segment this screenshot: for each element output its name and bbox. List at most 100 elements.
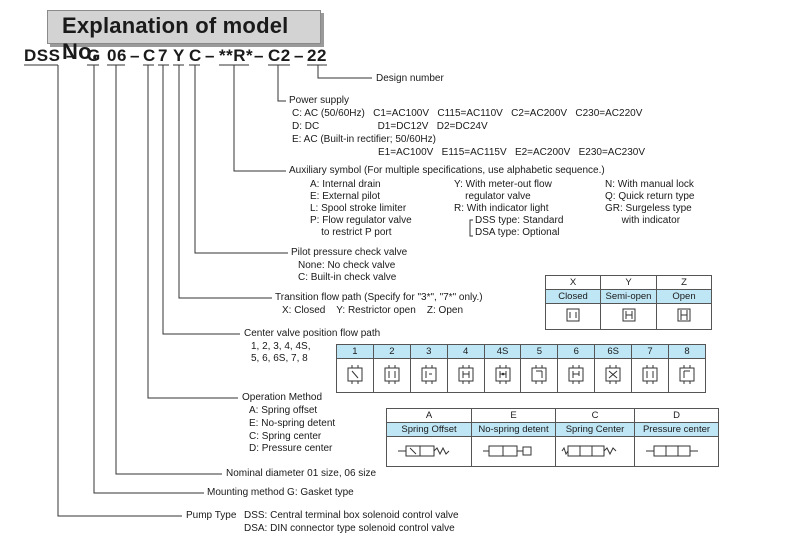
center-code: 5 [520,344,559,359]
center-valve-line: 1, 2, 3, 4, 4S, [251,341,311,352]
transition-items: X: Closed Y: Restrictor open Z: Open [282,305,464,316]
valve-symbol [446,358,485,393]
spring-center-symbol [555,436,635,467]
center-code: 4S [483,344,522,359]
center-code: 3 [409,344,448,359]
center-code: 4 [446,344,485,359]
center-valve-heading: Center valve position flow path [244,328,381,339]
auxiliary-item: GR: Surgeless type [605,203,692,214]
center-code: 2 [372,344,411,359]
pump-type-line: DSS: Central terminal box solenoid contr… [244,510,459,521]
design-number-label: Design number [376,73,444,84]
spring-offset-symbol [386,436,472,467]
operation-code: A [386,408,472,423]
title-box: Explanation of model No. [47,10,321,64]
auxiliary-item: regulator valve [454,191,531,202]
model-code-06: 06 [107,46,127,65]
no-spring-detent-symbol [471,436,556,467]
auxiliary-item: R: With indicator light [454,203,549,214]
mounting-method: Mounting method G: Gasket type [207,487,354,498]
model-code-y: Y [173,46,185,65]
operation-code: D [634,408,719,423]
valve-symbol [520,358,559,393]
center-code: 7 [631,344,670,359]
model-code-design: 22 [307,46,327,65]
transition-code: Y [600,275,657,290]
valve-symbol [594,358,633,393]
operation-item: D: Pressure center [249,443,333,454]
operation-label: Pressure center [634,422,719,437]
model-code-dash: – [294,46,304,65]
operation-label: Spring Offset [386,422,472,437]
pump-type-label: Pump Type [186,510,237,521]
valve-symbol [336,358,374,393]
pilot-check-item: None: No check valve [298,260,396,271]
model-code-dash: – [130,46,140,65]
nominal-diameter: Nominal diameter 01 size, 06 size [226,468,377,479]
model-code-dash: – [254,46,264,65]
auxiliary-item: Q: Quick return type [605,191,695,202]
auxiliary-item: DSS type: Standard [475,215,564,226]
semi-open-symbol [600,303,657,330]
valve-symbol [483,358,522,393]
auxiliary-item: DSA type: Optional [475,227,560,238]
valve-symbol [557,358,596,393]
auxiliary-heading: Auxiliary symbol (For multiple specifica… [289,165,605,176]
center-code: 6 [557,344,596,359]
operation-item: E: No-spring detent [249,418,336,429]
model-code-dash: – [66,46,76,65]
auxiliary-item: Y: With meter-out flow [454,179,552,190]
open-symbol [656,303,712,330]
transition-code: Z [656,275,712,290]
page-title: Explanation of model No. [62,13,289,64]
model-code-power: C2 [268,46,291,65]
auxiliary-item: with indicator [605,215,681,226]
model-code-7: 7 [158,46,168,65]
power-supply-line: C: AC (50/60Hz) C1=AC100V C115=AC110V C2… [292,108,643,119]
pressure-center-symbol [634,436,719,467]
center-valve-line: 5, 6, 6S, 7, 8 [251,353,308,364]
pilot-check-item: C: Built-in check valve [298,272,397,283]
auxiliary-item: L: Spool stroke limiter [310,203,407,214]
closed-symbol [545,303,601,330]
model-code-g: G [87,46,101,65]
valve-symbol [668,358,706,393]
power-supply-line: E: AC (Built-in rectifier; 50/60Hz) [292,134,436,145]
pilot-check-heading: Pilot pressure check valve [291,247,408,258]
power-supply-heading: Power supply [289,95,350,106]
auxiliary-item: E: External pilot [310,191,381,202]
transition-heading: Transition flow path (Specify for "3*", … [275,292,483,303]
model-code-dss: DSS [24,46,61,65]
transition-label: Open [656,289,712,304]
center-valve-table: 1 2 3 4 4S 5 6 6S 7 8 [336,344,706,393]
transition-table: X Y Z Closed Semi-open Open [545,275,712,330]
transition-label: Semi-open [600,289,657,304]
operation-heading: Operation Method [242,392,323,403]
valve-symbol [631,358,670,393]
auxiliary-item: A: Internal drain [310,179,381,190]
operation-code: C [555,408,635,423]
model-code-aux: **R* [219,46,254,65]
valve-symbol [409,358,448,393]
pump-type-line: DSA: DIN connector type solenoid control… [244,523,455,534]
center-code: 8 [668,344,706,359]
operation-label: Spring Center [555,422,635,437]
model-code-dash: – [205,46,215,65]
model-code-c2: C [189,46,202,65]
operation-table: A E C D Spring Offset No-spring detent S… [386,408,719,467]
transition-code: X [545,275,601,290]
auxiliary-item: N: With manual lock [605,179,694,190]
valve-symbol [372,358,411,393]
center-code: 1 [336,344,374,359]
auxiliary-item: to restrict P port [310,227,392,238]
transition-label: Closed [545,289,601,304]
model-code-c: C [143,46,156,65]
operation-label: No-spring detent [471,422,556,437]
operation-item: A: Spring offset [249,405,318,416]
auxiliary-item: P: Flow regulator valve [310,215,412,226]
operation-code: E [471,408,556,423]
power-supply-line: E1=AC100V E115=AC115V E2=AC200V E230=AC2… [378,147,646,158]
operation-item: C: Spring center [249,431,322,442]
center-code: 6S [594,344,633,359]
power-supply-line: D: DC D1=DC12V D2=DC24V [292,121,488,132]
